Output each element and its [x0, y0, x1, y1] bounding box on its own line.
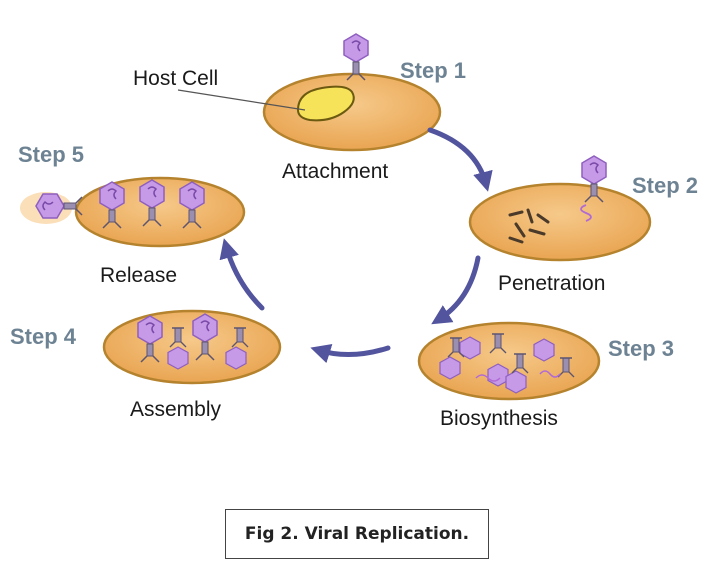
- capsid-icon: [225, 346, 247, 370]
- label-attachment: Attachment: [282, 160, 388, 183]
- host-cell-assembly: [102, 309, 282, 385]
- dna-strand: [475, 374, 501, 382]
- cycle-arrows: [219, 127, 493, 364]
- step-2-label: Step 2: [632, 173, 698, 198]
- host-cell-attachment: [262, 72, 442, 152]
- capsid-icon: [505, 370, 527, 394]
- stage-attachment: Host Cell Attachment Step 1: [133, 33, 466, 183]
- figure-caption: Fig 2. Viral Replication.: [244, 524, 470, 544]
- capsid-icon: [439, 356, 461, 380]
- capsid-icon: [487, 363, 509, 387]
- arrow-1-to-2: [427, 127, 493, 192]
- stage-penetration: Penetration Step 2: [468, 155, 698, 295]
- arrow-2-to-3: [431, 255, 481, 325]
- stage-biosynthesis: Biosynthesis Step 3: [417, 321, 674, 430]
- host-cell-penetration: [468, 182, 652, 262]
- nucleus: [296, 85, 355, 122]
- injected-dna: [580, 204, 592, 222]
- arrow-3-to-4: [310, 344, 391, 364]
- capsid-icon: [167, 346, 189, 370]
- step-1-label: Step 1: [400, 58, 466, 83]
- dna-fragments: [508, 208, 550, 244]
- label-biosynthesis: Biosynthesis: [440, 407, 558, 430]
- dna-strand: [539, 370, 561, 378]
- stage-release: Release Step 5: [18, 142, 246, 287]
- host-cell-pointer: [177, 89, 306, 111]
- step-5-label: Step 5: [18, 142, 84, 167]
- figure-caption-box: Fig 2. Viral Replication.: [225, 509, 489, 559]
- step-4-label: Step 4: [10, 324, 77, 349]
- stage-assembly: Assembly Step 4: [10, 309, 282, 421]
- arrow-4-to-5: [219, 238, 265, 311]
- label-assembly: Assembly: [130, 398, 222, 421]
- capsid-icon: [533, 338, 555, 362]
- label-release: Release: [100, 264, 177, 287]
- step-3-label: Step 3: [608, 336, 674, 361]
- label-penetration: Penetration: [498, 272, 605, 295]
- label-host-cell: Host Cell: [133, 67, 218, 90]
- diagram-canvas: Host Cell Attachment Step 1 Penetration …: [10, 33, 698, 430]
